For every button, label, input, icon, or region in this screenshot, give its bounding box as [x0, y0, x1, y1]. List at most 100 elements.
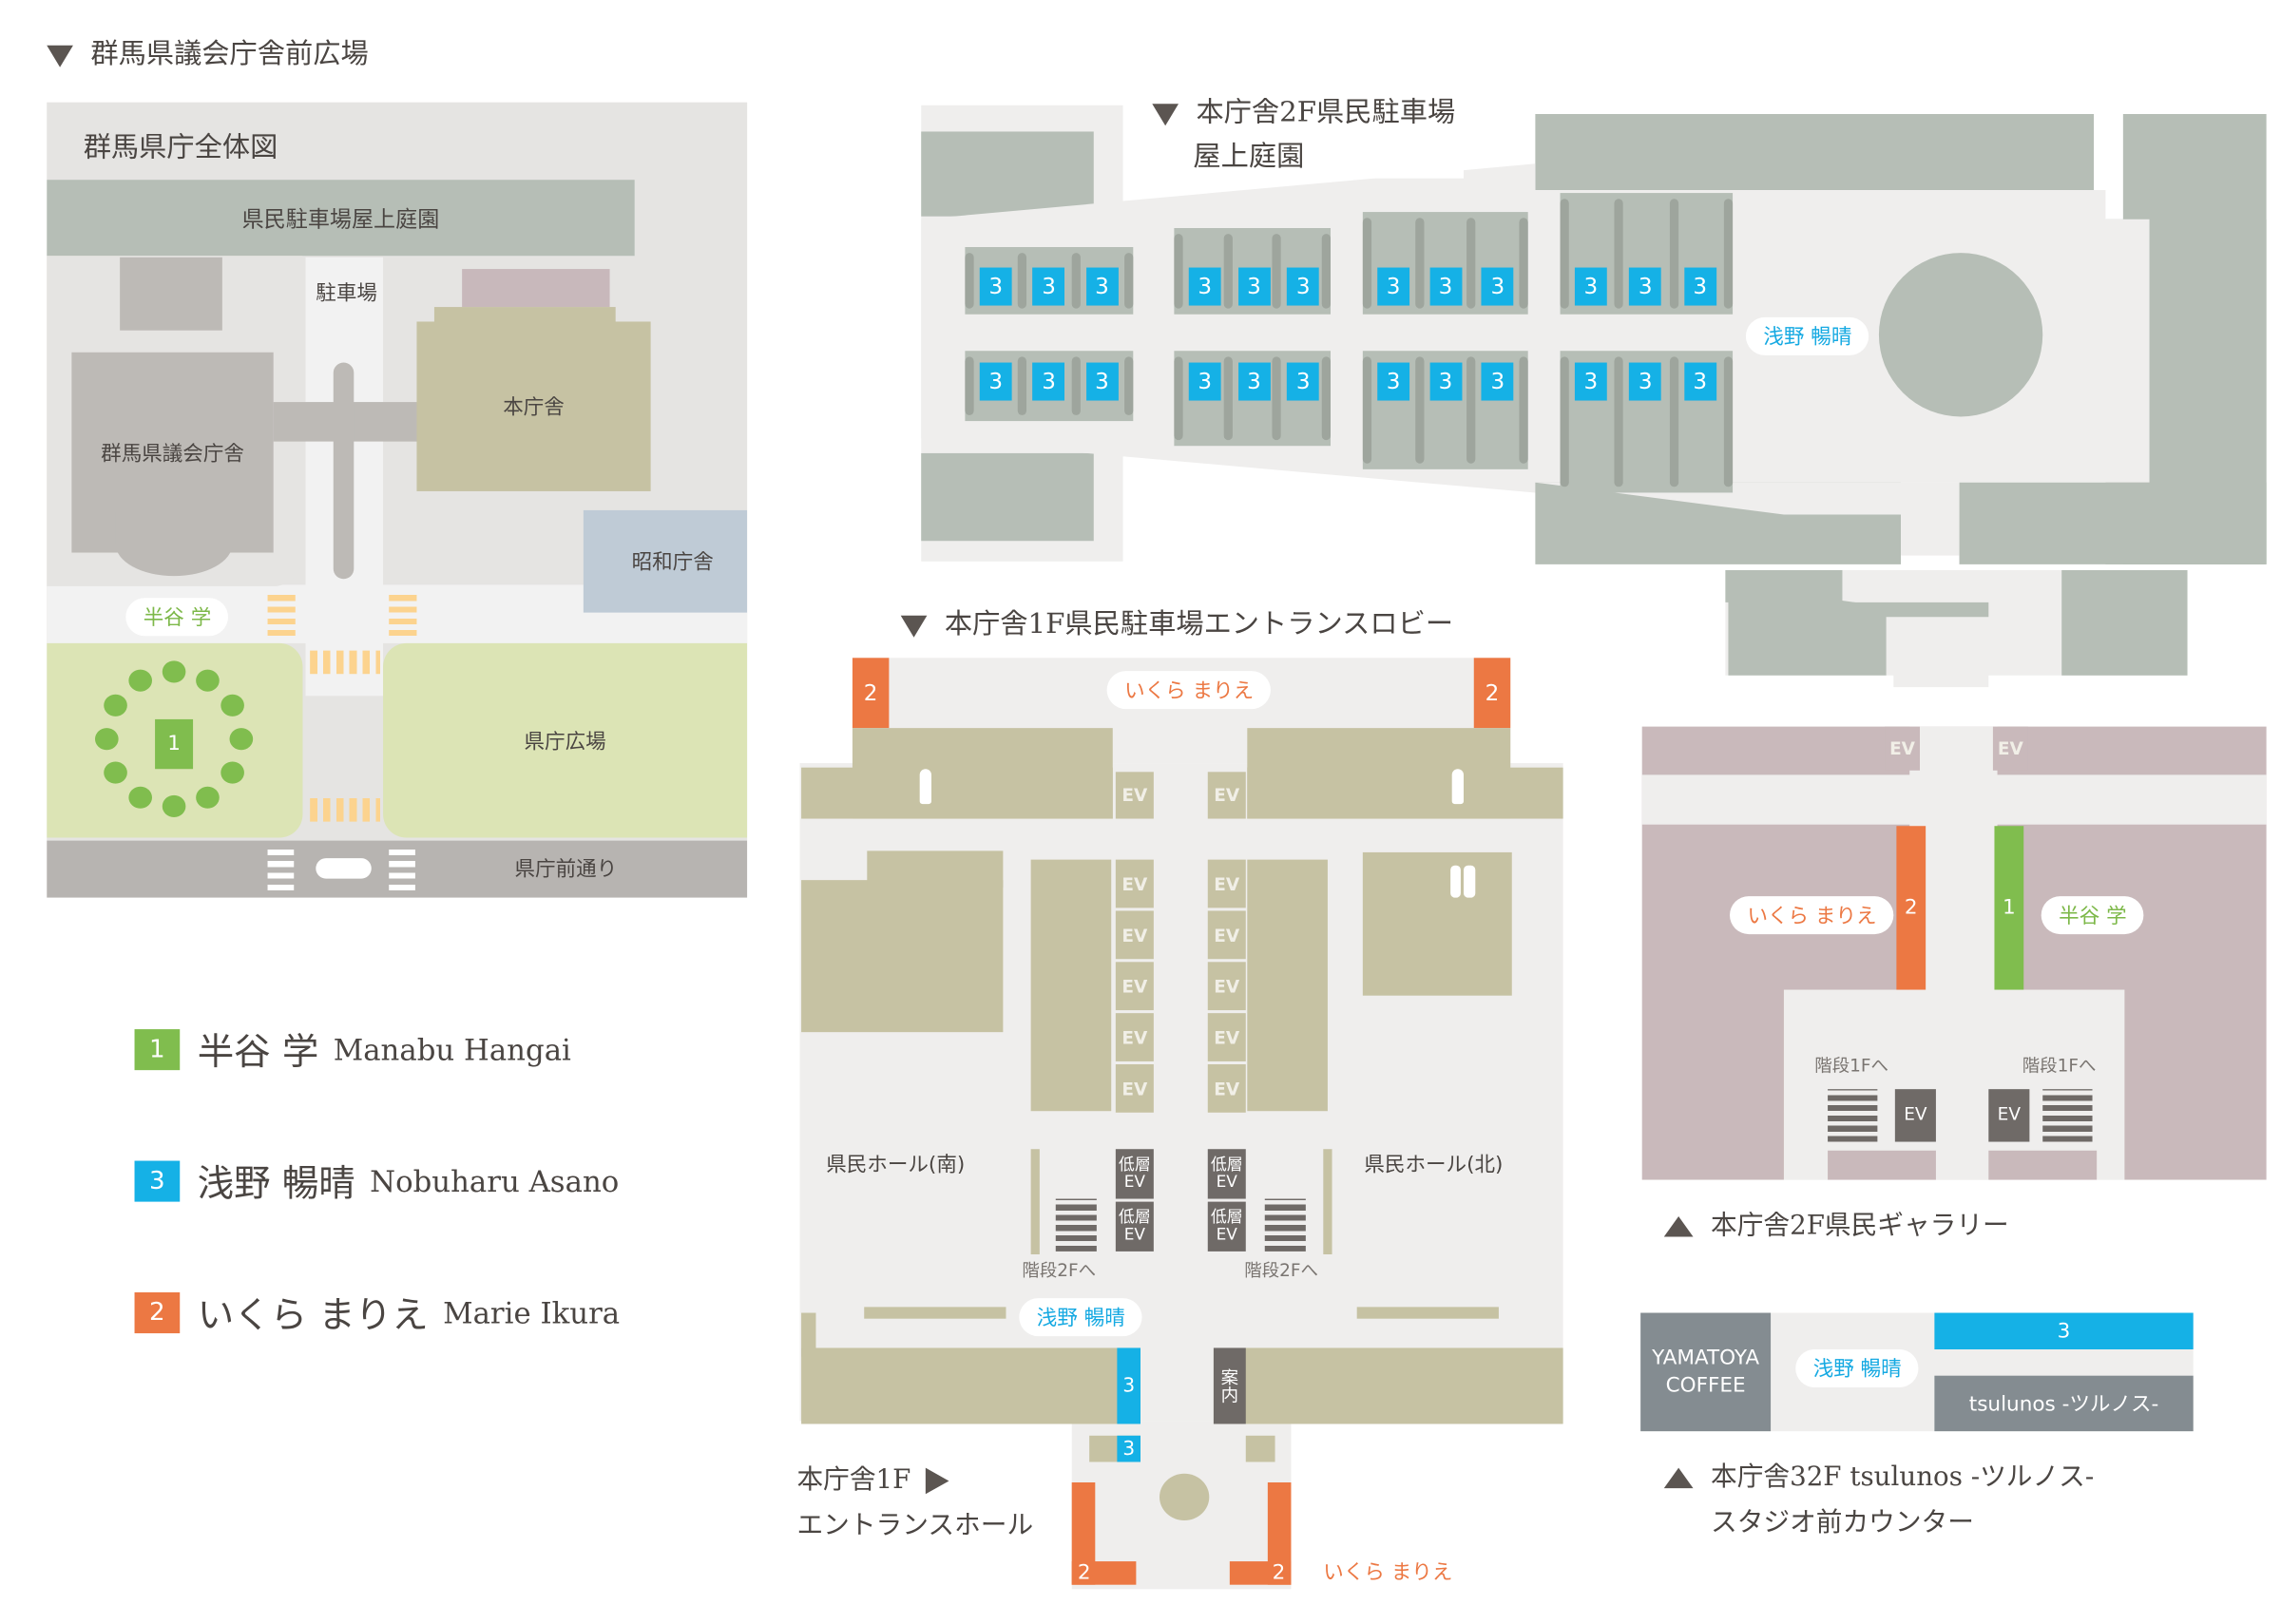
entrance-planter — [1159, 1473, 1210, 1520]
mens-restroom-icon — [1451, 769, 1464, 805]
hangai-location-pill: 半谷 学 — [125, 598, 229, 637]
main-building-label: 本庁舎 — [503, 395, 565, 420]
stairs-label: 階段1Fへ — [2022, 1055, 2097, 1077]
artwork-marker-3[interactable]: 3 — [1683, 267, 1716, 306]
rooftop-garden-building[interactable]: 県民駐車場屋上庭園 — [47, 180, 635, 257]
artwork-marker-1[interactable]: 1 — [155, 718, 194, 770]
artwork-marker-3[interactable]: 3 — [1574, 267, 1607, 306]
plaza-title-text: 群馬県議会庁舎前広場 — [90, 37, 369, 70]
artwork-marker-3[interactable]: 3 — [1032, 267, 1065, 306]
artwork-marker-1[interactable]: 1 — [1994, 826, 2024, 990]
stairs-label: 階段2Fへ — [1022, 1260, 1097, 1281]
artwork-marker-2[interactable]: 2 — [1473, 658, 1511, 729]
triangle-down-icon — [1152, 103, 1179, 125]
crosswalk — [267, 843, 295, 890]
artwork-marker-3[interactable]: 3 — [1237, 267, 1271, 306]
marker-number: 1 — [167, 732, 181, 756]
elevator: EV — [1885, 726, 1920, 771]
crosswalk — [389, 843, 415, 890]
showa-building[interactable]: 昭和庁舎 — [583, 509, 748, 613]
elevator: EV — [1207, 1063, 1246, 1113]
artwork-marker-3[interactable]: 3 — [1429, 267, 1462, 306]
artwork-marker-3[interactable]: 3 — [1188, 267, 1221, 306]
information-desk[interactable]: 案内 — [1213, 1347, 1246, 1424]
artwork-marker-3[interactable]: 3 — [1629, 362, 1662, 401]
rooftop-label: 県民駐車場屋上庭園 — [241, 205, 440, 232]
artwork-marker-3[interactable]: 3 — [1377, 267, 1410, 306]
parking-divider — [1614, 356, 1624, 487]
triangle-down-icon — [47, 44, 73, 67]
hall-north-label: 県民ホール(北) — [1364, 1153, 1504, 1177]
main-building[interactable]: 本庁舎 — [416, 321, 651, 491]
artwork-marker-3[interactable]: 3 — [1934, 1312, 2194, 1349]
artwork-marker-3[interactable]: 3 — [1117, 1347, 1140, 1424]
stairs-label: 階段2Fへ — [1244, 1260, 1318, 1281]
street-label: 県庁前通り — [514, 858, 618, 882]
tree-icon — [94, 728, 119, 751]
tsulunos-label: tsulunos -ツルノス- — [1968, 1393, 2159, 1417]
ikura-entrance-label: いくら まりえ — [1323, 1561, 1453, 1585]
hall-south-label: 県民ホール(南) — [826, 1153, 966, 1177]
elevator: EV — [1207, 859, 1246, 908]
artwork-marker-3[interactable]: 3 — [1237, 362, 1271, 401]
parking-divider — [1723, 356, 1734, 487]
tsulunos-studio[interactable]: tsulunos -ツルノス- — [1934, 1375, 2194, 1432]
legend-item: 2 いくら まりえ Marie Ikura — [134, 1287, 621, 1339]
title-text: 本庁舎1F県民駐車場エントランスロビー — [944, 607, 1454, 640]
parking-divider — [1466, 356, 1476, 464]
artist-name-en: Marie Ikura — [443, 1295, 621, 1330]
ev-label: EV — [1904, 1104, 1927, 1125]
artwork-marker-3[interactable]: 3 — [1481, 267, 1514, 306]
artwork-marker-3[interactable]: 3 — [1085, 267, 1119, 306]
artwork-marker-3[interactable]: 3 — [979, 362, 1012, 401]
stairs-label: 階段1Fへ — [1814, 1055, 1888, 1077]
artwork-marker-2[interactable]: 2 — [1229, 1561, 1292, 1585]
low-ev-line: 低層 — [1210, 1155, 1243, 1175]
artwork-marker-3[interactable]: 3 — [1629, 267, 1662, 306]
artwork-marker-3[interactable]: 3 — [1287, 362, 1320, 401]
parking-divider — [1174, 356, 1183, 441]
parking-divider — [1223, 234, 1233, 309]
parking-divider — [1560, 199, 1569, 309]
tree-icon — [229, 728, 254, 751]
parking-divider — [965, 356, 974, 415]
artwork-marker-2[interactable]: 2 — [1071, 1561, 1137, 1585]
prefectural-plaza[interactable]: 県庁広場 — [383, 642, 748, 838]
low-ev-line: 低層 — [1118, 1207, 1151, 1227]
parking-divider — [1321, 356, 1331, 441]
artwork-marker-3[interactable]: 3 — [1188, 362, 1221, 401]
artwork-marker-3[interactable]: 3 — [979, 267, 1012, 306]
parking-divider — [1223, 356, 1233, 441]
artwork-marker-2[interactable]: 2 — [852, 658, 890, 729]
lobby-section-title: 本庁舎1F県民駐車場エントランスロビー — [900, 602, 1454, 642]
pill-text: 半谷 学 — [2059, 905, 2127, 928]
artwork-marker-3[interactable]: 3 — [1287, 267, 1320, 306]
elevator: EV — [1207, 1013, 1246, 1061]
elevator: EV — [1894, 1089, 1936, 1142]
parking-divider — [1071, 356, 1081, 415]
artist-name-ja: いくら まりえ — [197, 1293, 429, 1337]
legend-number-badge: 2 — [134, 1291, 181, 1334]
marker-number: 2 — [863, 679, 878, 707]
artwork-marker-2[interactable]: 2 — [1896, 826, 1926, 990]
artist-name-en: Manabu Hangai — [333, 1032, 571, 1068]
artwork-marker-3[interactable]: 3 — [1032, 362, 1065, 401]
tree-ring — [94, 660, 254, 818]
artwork-marker-3[interactable]: 3 — [1117, 1435, 1140, 1462]
stairs-icon — [1264, 1198, 1306, 1251]
parking-divider — [1614, 199, 1624, 309]
artwork-marker-3[interactable]: 3 — [1574, 362, 1607, 401]
artwork-marker-3[interactable]: 3 — [1683, 362, 1716, 401]
parking-divider — [1071, 253, 1081, 309]
crosswalk — [389, 592, 417, 637]
pill-text: 浅野 暢晴 — [1036, 1307, 1125, 1330]
artwork-marker-3[interactable]: 3 — [1429, 362, 1462, 401]
artwork-marker-3[interactable]: 3 — [1481, 362, 1514, 401]
artwork-marker-3[interactable]: 3 — [1085, 362, 1119, 401]
artwork-marker-3[interactable]: 3 — [1377, 362, 1410, 401]
